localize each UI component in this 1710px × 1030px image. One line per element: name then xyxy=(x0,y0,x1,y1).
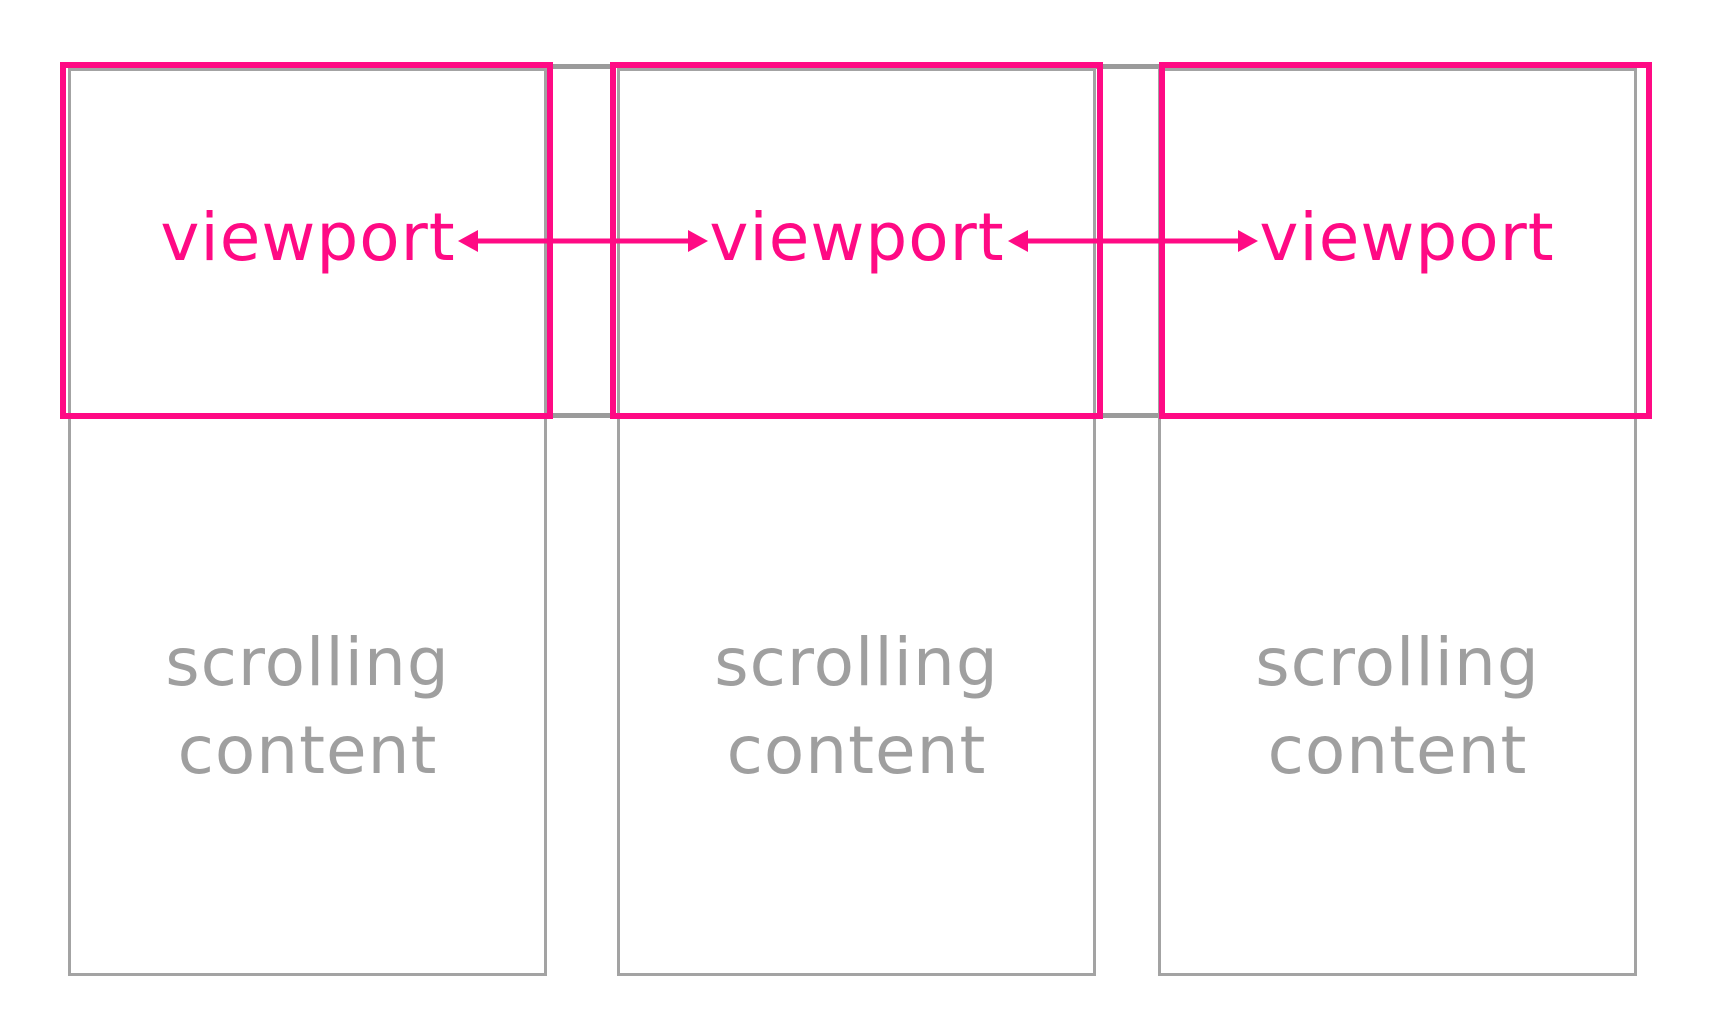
viewport-label-2: viewport xyxy=(709,199,1005,276)
scrolling-content-label-1: scrolling content xyxy=(165,624,450,789)
viewport-label-1: viewport xyxy=(160,199,456,276)
viewport-label-3: viewport xyxy=(1259,199,1555,276)
scrolling-content-box-3: scrolling content xyxy=(1158,68,1637,976)
content-connector-2 xyxy=(1093,64,1165,418)
double-arrow-icon-1 xyxy=(458,230,708,252)
scrolling-content-box-1: scrolling content xyxy=(68,68,547,976)
double-arrow-icon-2 xyxy=(1008,230,1258,252)
scrolling-content-label-2: scrolling content xyxy=(714,624,999,789)
content-connector-1 xyxy=(544,64,616,418)
scrolling-content-box-2: scrolling content xyxy=(617,68,1096,976)
scrolling-content-label-3: scrolling content xyxy=(1255,624,1540,789)
